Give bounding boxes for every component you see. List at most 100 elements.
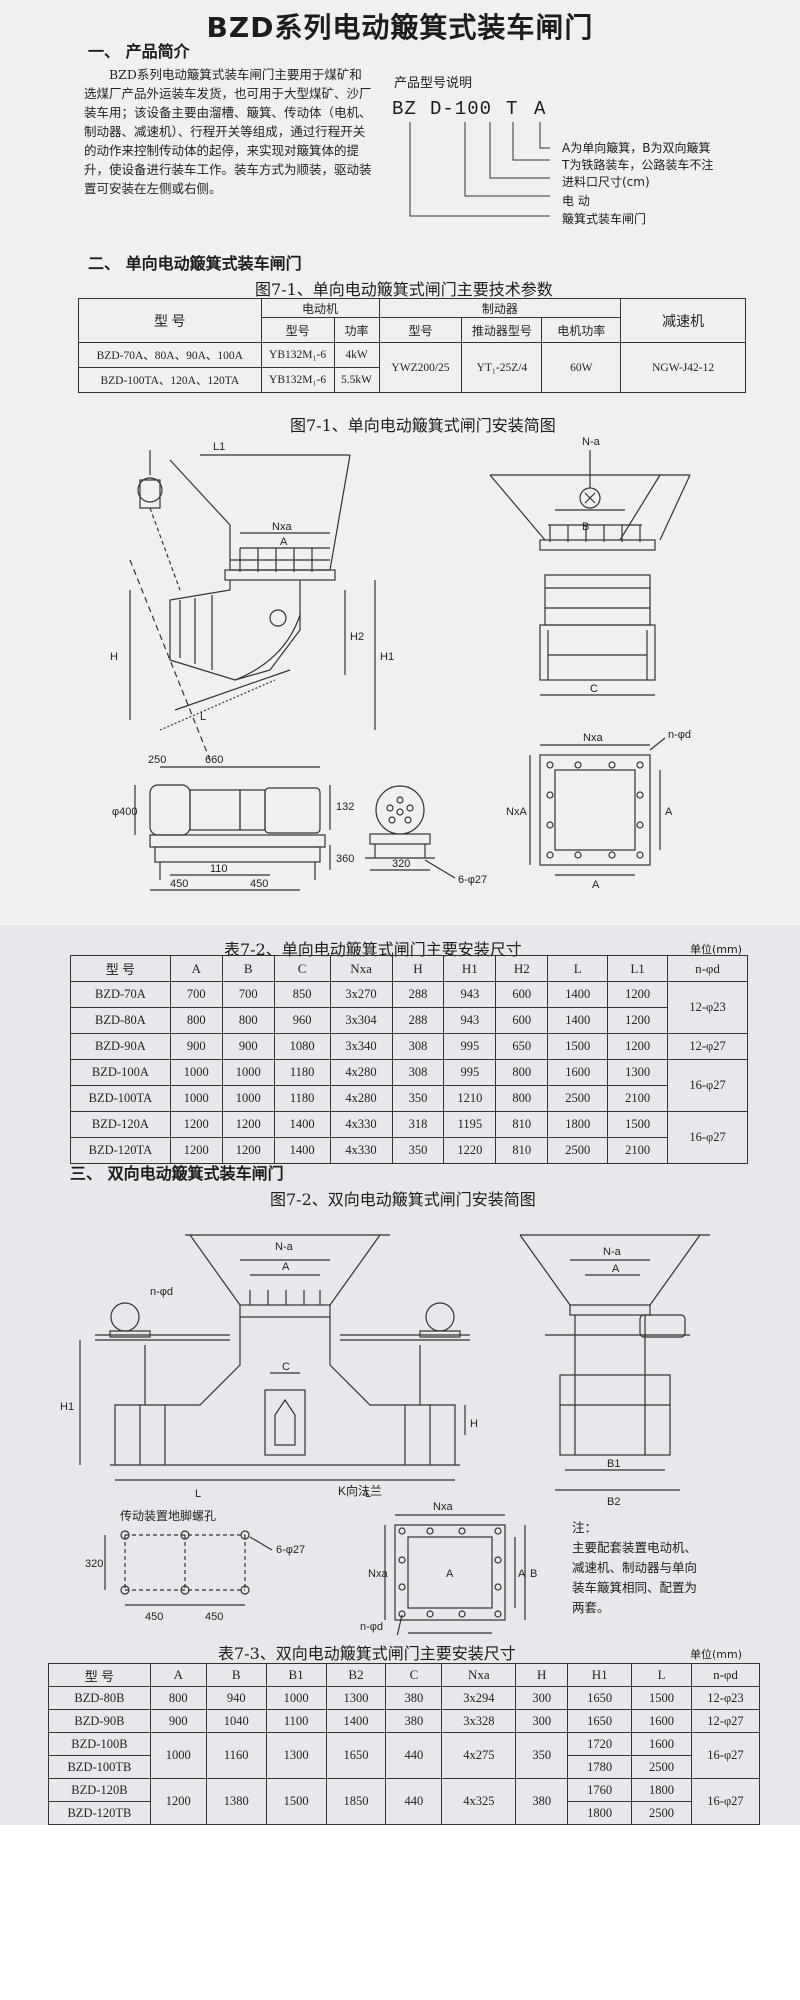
t2-h-h: H	[391, 955, 445, 982]
fig2-note-4: 装车簸箕相同、配置为	[572, 1580, 698, 1595]
t3-cell: 1500	[631, 1686, 692, 1710]
fig2-label-l: L	[195, 1488, 201, 1500]
t2-cell: BZD-100TA	[70, 1085, 171, 1112]
t2-nphid-3: 16-φ27	[667, 1059, 748, 1112]
t2-cell: 2500	[547, 1085, 609, 1112]
t2-cell: 2100	[607, 1085, 669, 1112]
section3-heading: 三、 双向电动簸箕式装车闸门	[70, 1164, 284, 1183]
t2-h-nphid: n-φd	[667, 955, 748, 982]
t3-cell: 2500	[631, 1755, 692, 1779]
t2-cell: 288	[391, 1007, 445, 1034]
t3-cell: 1600	[631, 1732, 692, 1756]
model-code-bz: BZ	[392, 98, 417, 120]
t2-cell: 1080	[273, 1033, 331, 1060]
t3-cell: 1400	[325, 1709, 387, 1733]
fig1-label-660: 660	[205, 754, 223, 766]
t2-cell: 1600	[547, 1059, 609, 1086]
fig2-label-450a: 450	[145, 1611, 163, 1623]
t2-cell: 810	[495, 1137, 549, 1164]
fig1-label-nxa3: NxA	[506, 806, 527, 818]
fig2-label-a-right: A	[612, 1263, 620, 1275]
t1-h-reducer: 减速机	[620, 298, 746, 343]
t3-cell: 300	[515, 1686, 569, 1710]
fig1-label-250: 250	[148, 754, 166, 766]
t2-cell: 650	[495, 1033, 549, 1060]
model-code-explain-t: T为铁路装车，公路装车不注	[562, 158, 714, 172]
t2-cell: 995	[443, 1033, 497, 1060]
scan-page-top	[0, 0, 800, 925]
t3-cell: 4x275	[441, 1732, 517, 1779]
t3-cell: 3x328	[441, 1709, 517, 1733]
t3-cell: 800	[149, 1686, 207, 1710]
t3-cell: 440	[385, 1778, 443, 1825]
t2-cell: 1200	[607, 981, 669, 1008]
t2-cell: 1180	[273, 1085, 331, 1112]
fig2-label-b2: B2	[607, 1496, 620, 1508]
fig1-label-a3: A	[592, 879, 600, 891]
fig1-label-nxa: Nxa	[272, 521, 292, 533]
t3-h-a: A	[149, 1663, 207, 1687]
t1-h-brake-model: 型号	[378, 317, 463, 343]
t2-cell: 1400	[547, 981, 609, 1008]
t2-cell: 4x280	[329, 1059, 393, 1086]
t1-h-brake: 制动器	[378, 298, 622, 318]
fig1-label-h1: H1	[380, 651, 394, 663]
t3-cell: BZD-100TB	[48, 1755, 151, 1779]
t3-cell: BZD-120B	[48, 1778, 151, 1802]
model-code-explain-d: 电 动	[562, 194, 590, 208]
fig2-label-a3: A	[518, 1568, 526, 1580]
fig1-label-na: N-a	[582, 436, 601, 448]
t2-cell: 4x330	[329, 1111, 393, 1138]
fig1-label-c: C	[590, 683, 598, 695]
t2-cell: 1000	[221, 1059, 275, 1086]
t1-h-motor-model: 型号	[260, 317, 335, 343]
t2-cell: 960	[273, 1007, 331, 1034]
fig2-label-6phi27: 6-φ27	[276, 1544, 305, 1556]
t3-cell: 16-φ27	[691, 1732, 760, 1779]
t2-h-nxa: Nxa	[329, 955, 393, 982]
t3-h-h1: H1	[567, 1663, 633, 1687]
fig2-label-450b: 450	[205, 1611, 223, 1623]
fig2-label-b1: B1	[607, 1458, 620, 1470]
fig1-label-l: L	[200, 711, 206, 723]
t2-cell: 1300	[607, 1059, 669, 1086]
model-code-explain-a: A为单向簸箕，B为双向簸箕	[562, 141, 711, 155]
t2-nphid-4: 16-φ27	[667, 1111, 748, 1164]
t3-cell: BZD-80B	[48, 1686, 151, 1710]
t3-cell: BZD-120TB	[48, 1801, 151, 1825]
t1-r1-motor: YB132M₁-6	[260, 342, 335, 368]
t2-cell: 308	[391, 1033, 445, 1060]
t3-cell: 1650	[567, 1709, 633, 1733]
t2-cell: 308	[391, 1059, 445, 1086]
fig2-note-5: 两套。	[572, 1600, 610, 1615]
t2-cell: 3x340	[329, 1033, 393, 1060]
fig1-label-450a: 450	[170, 878, 188, 890]
t1-r1-power: 4kW	[333, 342, 380, 368]
model-code-leader-lines	[409, 122, 550, 217]
fig1-label-nphid: n-φd	[668, 729, 691, 741]
t2-cell: 1200	[607, 1007, 669, 1034]
t1-r2-power: 5.5kW	[333, 367, 380, 393]
t2-cell: 1400	[273, 1137, 331, 1164]
t2-cell: 3x270	[329, 981, 393, 1008]
t2-cell: 2100	[607, 1137, 669, 1164]
t2-cell: BZD-120A	[70, 1111, 171, 1138]
fig1-label-a2: A	[665, 806, 673, 818]
t3-cell: 16-φ27	[691, 1778, 760, 1825]
t3-h-b1: B1	[265, 1663, 327, 1687]
t3-cell: 1780	[567, 1755, 633, 1779]
t1-h-pusher-model: 推动器型号	[461, 317, 543, 343]
t2-cell: 700	[169, 981, 223, 1008]
t3-h-c: C	[385, 1663, 443, 1687]
fig2-note-3: 减速机、制动器与单向	[572, 1560, 698, 1575]
t2-cell: 850	[273, 981, 331, 1008]
fig1-caption: 图7-1、单向电动簸箕式闸门安装简图	[290, 416, 556, 435]
t2-cell: 1195	[443, 1111, 497, 1138]
t2-h-h2: H2	[495, 955, 549, 982]
t3-cell: 440	[385, 1732, 443, 1779]
model-code-a: A	[534, 98, 547, 120]
